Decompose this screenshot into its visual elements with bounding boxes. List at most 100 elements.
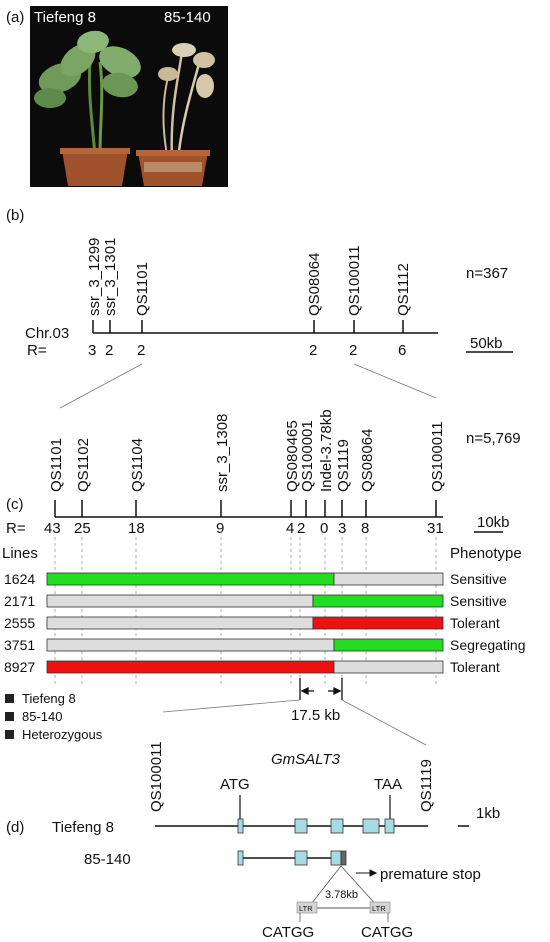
zoom-line-left	[162, 699, 301, 713]
interval-label: 17.5 kb	[291, 707, 340, 724]
segment-heterozygous	[46, 638, 335, 652]
panel-b-r-values: 3 2 2 2 2 6	[88, 342, 406, 359]
row-85-140: 85-140	[84, 851, 131, 868]
segment-heterozygous	[46, 594, 314, 608]
ltr-right-label: LTR	[372, 904, 386, 913]
marker-qs08064: QS08064	[306, 253, 323, 316]
chromosome-line	[92, 320, 438, 334]
segment-85-140	[46, 660, 335, 674]
ltr-left	[296, 901, 318, 914]
panel-b-markers: ssr_3_1299 ssr_3_1301 QS1101 QS08064 QS1…	[86, 238, 412, 316]
r-value: 2	[309, 342, 317, 359]
ltr-left-label: LTR	[299, 904, 313, 913]
chr-label: Chr.03	[25, 325, 69, 342]
interval-arrows	[299, 678, 343, 700]
marker-qs100011: QS100011	[346, 245, 363, 316]
marker-dashed-lines	[54, 537, 437, 684]
panel-d-label: (d)	[6, 819, 24, 836]
marker-ssr-3-1308: ssr_3_1308	[214, 414, 231, 492]
segment-tiefeng	[312, 594, 444, 608]
genotype-row-2171: 2171 Sensitive	[4, 593, 507, 609]
marker-qs1102: QS1102	[75, 438, 92, 492]
r-value: 4	[286, 520, 294, 537]
plant-photo	[30, 6, 228, 187]
marker-qs08064: QS08064	[359, 429, 376, 492]
r-value: 3	[88, 342, 96, 359]
panel-b-r-label: R=	[27, 342, 47, 359]
r-value: 8	[361, 520, 369, 537]
segment-heterozygous	[333, 572, 444, 586]
insertion-line-right	[340, 865, 380, 909]
truncated-exon	[340, 850, 347, 866]
gene-model-tiefeng-8	[155, 818, 428, 834]
r-value: 0	[320, 520, 328, 537]
marker-ssr-3-1299: ssr_3_1299	[86, 238, 103, 316]
tiefeng-8-plant	[34, 30, 141, 156]
r-value: 31	[427, 520, 444, 537]
row-line: 1624	[4, 571, 35, 587]
panel-c-r-label: R=	[6, 520, 26, 537]
marker-qs1119: QS1119	[418, 759, 435, 812]
start-codon: ATG	[220, 776, 250, 793]
row-phenotype: Segregating	[450, 637, 526, 653]
row-line: 2171	[4, 593, 35, 609]
panel-b-label: (b)	[6, 207, 24, 224]
r-value: 2	[105, 342, 113, 359]
segment-heterozygous	[333, 660, 444, 674]
insertion-size: 3.78kb	[325, 889, 358, 901]
legend-heterozygous: Heterozygous	[22, 727, 103, 742]
zoom-line-left	[59, 363, 143, 409]
r-value: 18	[128, 520, 145, 537]
premature-stop-arrow	[356, 869, 378, 877]
panel-c-r-values: 43 25 18 9 4 2 0 3 8 31	[44, 520, 444, 537]
marker-qs1119: QS1119	[335, 439, 352, 492]
premature-stop-label: premature stop	[380, 866, 481, 883]
r-value: 43	[44, 520, 61, 537]
panel-b-n: n=367	[466, 265, 508, 282]
marker-qs1112: QS1112	[395, 263, 412, 316]
legend-85-140: 85-140	[22, 709, 62, 724]
gene-model-85-140	[237, 850, 347, 866]
ltr-right	[369, 901, 391, 914]
phenotype-header: Phenotype	[450, 545, 522, 562]
legend-swatch	[5, 730, 14, 739]
85-140-caption: 85-140	[164, 9, 211, 26]
exon	[237, 818, 244, 834]
segment-tiefeng	[46, 572, 335, 586]
panel-c-label: (c)	[6, 496, 24, 513]
r-value: 25	[74, 520, 91, 537]
marker-qs100011: QS100011	[148, 741, 165, 812]
row-phenotype: Sensitive	[450, 571, 507, 587]
legend-swatch	[5, 712, 14, 721]
genotype-row-8927: 8927 Tolerant	[4, 659, 500, 675]
marker-qs100011: QS100011	[429, 421, 446, 492]
legend: Tiefeng 8 85-140 Heterozygous	[5, 691, 103, 742]
r-value: 2	[297, 520, 305, 537]
panel-c-markers: QS1101 QS1102 QS1104 ssr_3_1308 QS080465…	[48, 409, 446, 492]
panel-c-map-line	[54, 500, 443, 518]
exon	[330, 818, 344, 834]
row-line: 2555	[4, 615, 35, 631]
r-value: 6	[398, 342, 406, 359]
row-tiefeng-8: Tiefeng 8	[52, 819, 114, 836]
legend-swatch	[5, 694, 14, 703]
genotype-row-2555: 2555 Tolerant	[4, 615, 500, 631]
marker-qs1101: QS1101	[48, 438, 65, 492]
r-value: 9	[216, 520, 224, 537]
legend-tiefeng-8: Tiefeng 8	[22, 691, 76, 706]
panel-c-n: n=5,769	[466, 430, 521, 447]
row-phenotype: Tolerant	[450, 659, 500, 675]
panel-c-scale: 10kb	[477, 514, 510, 531]
segment-tiefeng	[333, 638, 444, 652]
tsd-right: CATGG	[361, 924, 413, 941]
marker-indel-3-78kb: Indel-3.78kb	[318, 409, 335, 492]
exon	[330, 850, 342, 866]
genotype-row-1624: 1624 Sensitive	[4, 571, 507, 587]
insertion-line-left	[307, 865, 342, 909]
panel-b-scale: 50kb	[470, 335, 503, 352]
tsd-left: CATGG	[262, 924, 314, 941]
zoom-line-right	[341, 699, 427, 746]
marker-qs100001: QS100001	[299, 420, 316, 492]
row-line: 8927	[4, 659, 35, 675]
